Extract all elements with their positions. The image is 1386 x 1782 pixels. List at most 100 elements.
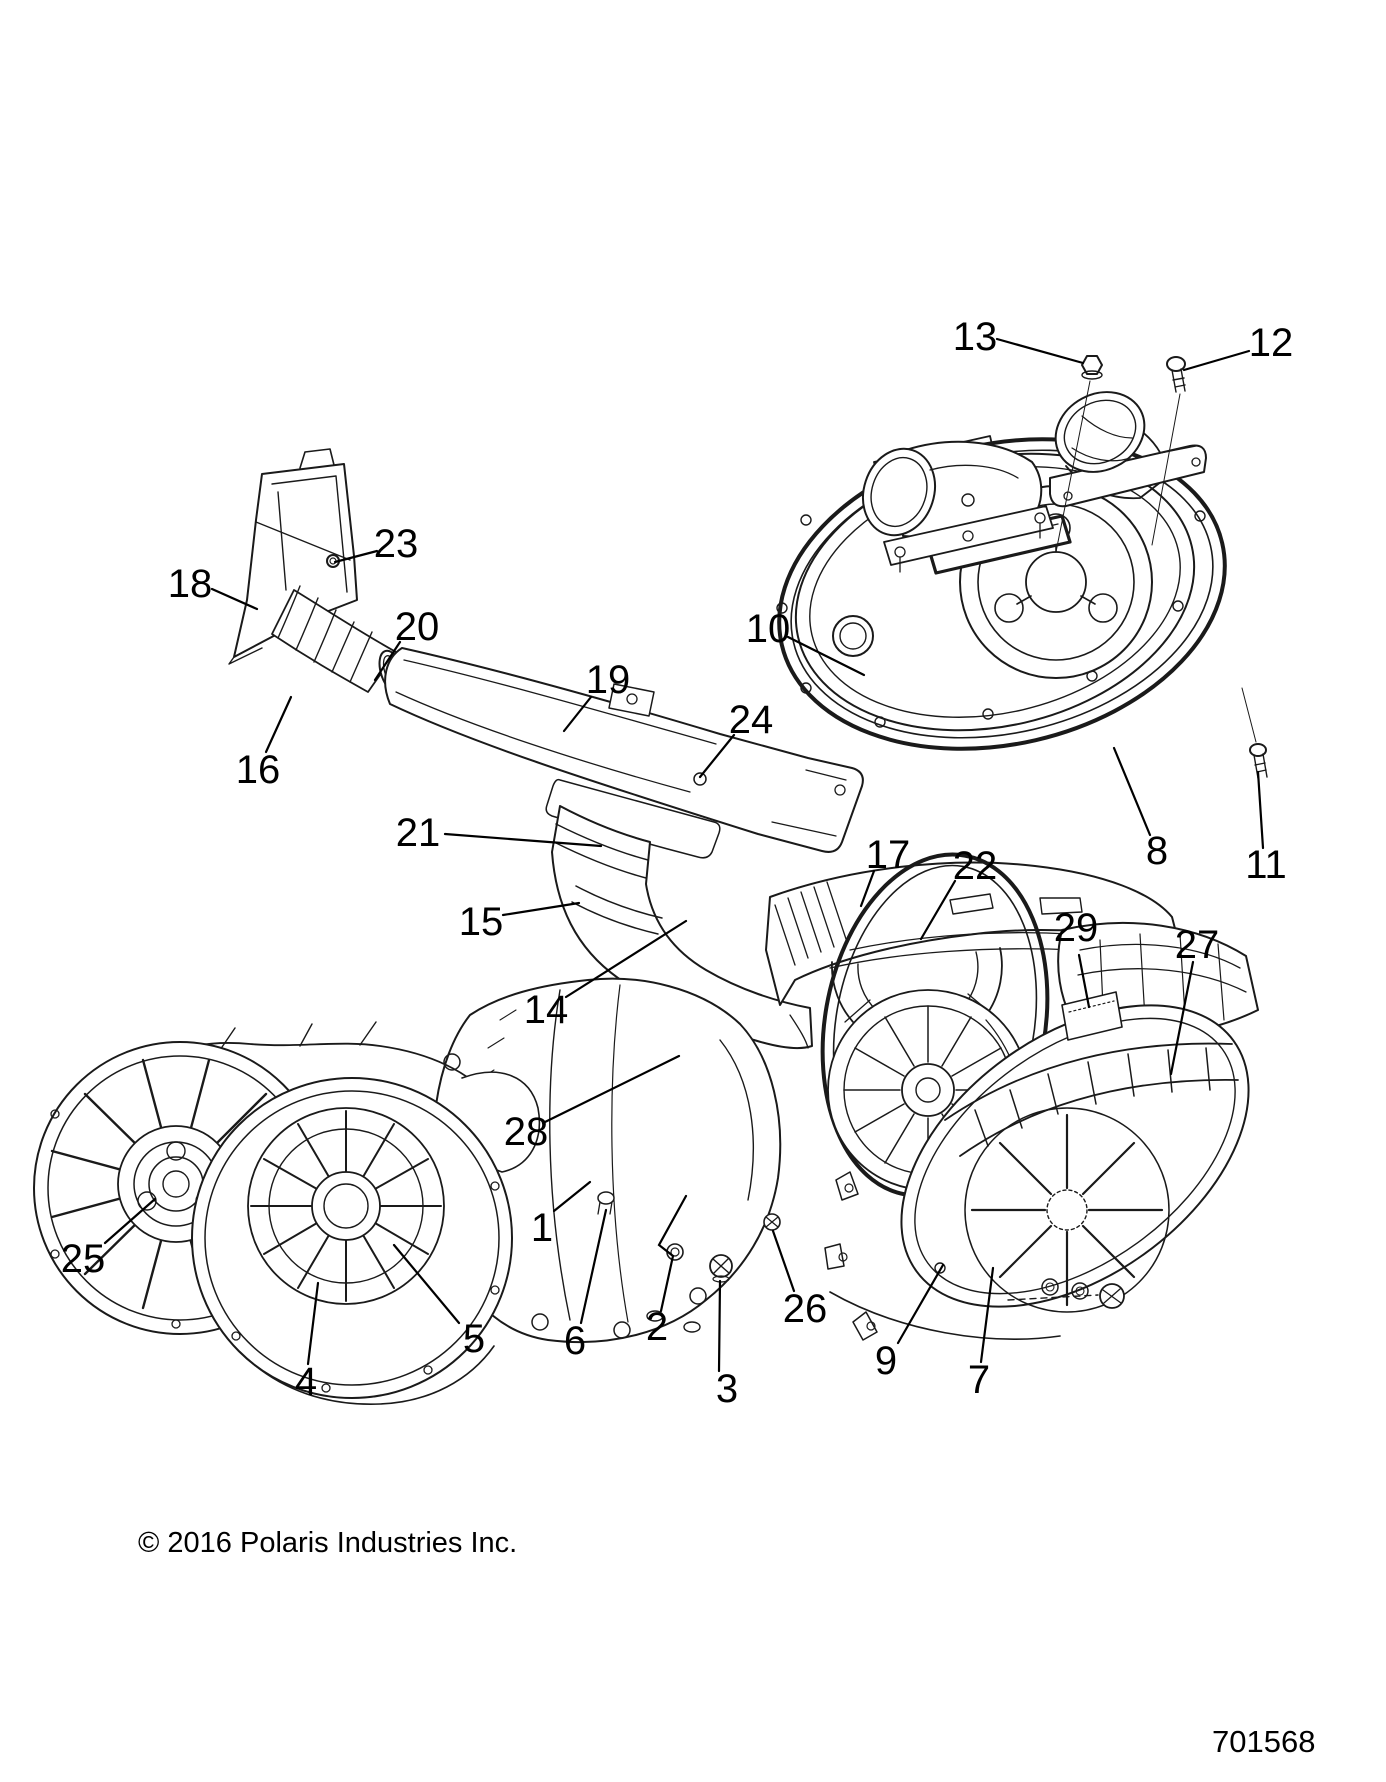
callout-number: 10 — [746, 607, 791, 651]
callout-number: 22 — [953, 844, 998, 888]
callout-leader-line — [1112, 746, 1152, 837]
callout-number: 28 — [504, 1110, 549, 1154]
callout-number: 18 — [168, 562, 213, 606]
callout-leader-line — [657, 1194, 688, 1313]
drawing-number: 701568 — [1212, 1724, 1315, 1759]
callout-18: 18 — [168, 562, 259, 611]
callout-leader-line — [717, 1279, 722, 1373]
callout-leader-line — [373, 640, 402, 682]
callout-19: 19 — [562, 658, 631, 733]
callout-leader-line — [771, 1229, 796, 1293]
intake-horn-left — [862, 440, 1054, 573]
callout-leader-line — [1256, 770, 1265, 850]
intake-horn-right — [1049, 391, 1207, 508]
callout-number: 25 — [61, 1237, 106, 1281]
callout-number: 24 — [729, 698, 774, 742]
callout-21: 21 — [396, 811, 603, 855]
cover-bolt — [1241, 687, 1268, 779]
callout-number: 9 — [875, 1339, 897, 1383]
callout-13: 13 — [953, 315, 1085, 365]
callout-14: 14 — [524, 919, 688, 1032]
callout-leader-line — [698, 733, 736, 779]
callout-leader-line — [103, 1197, 157, 1245]
callout-number: 5 — [463, 1317, 485, 1361]
callout-number: 15 — [459, 900, 504, 944]
callout-6: 6 — [564, 1208, 608, 1363]
callout-number: 6 — [564, 1319, 586, 1363]
callout-11: 11 — [1245, 770, 1287, 887]
callout-26: 26 — [771, 1229, 828, 1331]
callout-leader-line — [392, 1243, 461, 1325]
callout-number: 12 — [1249, 321, 1294, 365]
callout-7: 7 — [968, 1266, 995, 1402]
callout-number: 8 — [1146, 829, 1168, 873]
callout-leader-line — [979, 1266, 995, 1364]
callout-12: 12 — [1182, 321, 1294, 372]
callout-number: 7 — [968, 1358, 990, 1402]
housing-bolt-right — [763, 1213, 781, 1231]
horn-mounting-bolt — [1151, 356, 1186, 546]
callout-24: 24 — [698, 698, 774, 779]
callout-number: 26 — [783, 1287, 828, 1331]
cover-tab-bolt — [934, 1262, 946, 1274]
callout-leader-line — [306, 1281, 320, 1366]
callout-leader-line — [552, 1180, 592, 1213]
callout-9: 9 — [875, 1263, 945, 1383]
callout-leader-line — [1077, 953, 1091, 1009]
copyright-notice: © 2016 Polaris Industries Inc. — [138, 1527, 517, 1559]
callout-25: 25 — [61, 1197, 157, 1281]
callout-29: 29 — [1054, 906, 1099, 1009]
intake-bellows-hose — [271, 585, 397, 693]
callout-number: 13 — [953, 315, 998, 359]
callout-number: 4 — [295, 1360, 317, 1404]
callout-leader-line — [896, 1263, 945, 1345]
callout-number: 14 — [524, 988, 569, 1032]
callout-leader-line — [564, 919, 688, 999]
callout-leader-line — [786, 635, 866, 677]
callout-leader-line — [443, 832, 603, 848]
flange-nut — [1055, 355, 1103, 553]
callout-leader-line — [1182, 349, 1251, 372]
callout-10: 10 — [746, 607, 866, 677]
callout-4: 4 — [295, 1281, 320, 1404]
callout-number: 21 — [396, 811, 441, 855]
callout-number: 27 — [1175, 923, 1220, 967]
callout-leader-line — [543, 1054, 681, 1124]
callout-17: 17 — [859, 833, 910, 908]
callout-leader-line — [264, 695, 293, 754]
callout-5: 5 — [392, 1243, 485, 1361]
callout-leader-line — [562, 695, 593, 733]
callout-number: 29 — [1054, 906, 1099, 950]
callout-number: 20 — [395, 605, 440, 649]
duct-flange-bolt-hole — [693, 772, 707, 786]
callout-23: 23 — [333, 522, 419, 566]
callout-16: 16 — [236, 695, 293, 792]
callout-leader-line — [859, 869, 876, 908]
cover-screw-and-washers — [1007, 1278, 1125, 1309]
callout-number: 16 — [236, 748, 281, 792]
callout-leader-line — [1169, 960, 1195, 1076]
callout-20: 20 — [373, 605, 440, 682]
warning-decal — [1061, 991, 1123, 1041]
callout-number: 23 — [374, 522, 419, 566]
callout-2: 2 — [646, 1194, 688, 1349]
callout-number: 19 — [586, 658, 631, 702]
callout-number: 1 — [531, 1206, 553, 1250]
elbow-duct-lower — [551, 805, 813, 1049]
callout-number: 2 — [646, 1305, 668, 1349]
front-clutch-cover-plate — [191, 1077, 513, 1405]
callout-3: 3 — [716, 1279, 738, 1411]
callout-leader-line — [501, 901, 581, 917]
callout-leader-line — [210, 587, 259, 611]
housing-bolt-lower — [597, 1191, 615, 1215]
callout-22: 22 — [919, 844, 998, 941]
callout-leader-line — [579, 1208, 608, 1325]
callout-number: 11 — [1245, 843, 1287, 887]
callout-27: 27 — [1169, 923, 1220, 1076]
callout-15: 15 — [459, 900, 581, 944]
drain-plug-screw — [709, 1254, 733, 1283]
callout-leader-line — [995, 337, 1085, 365]
callout-leader-line — [333, 549, 379, 564]
